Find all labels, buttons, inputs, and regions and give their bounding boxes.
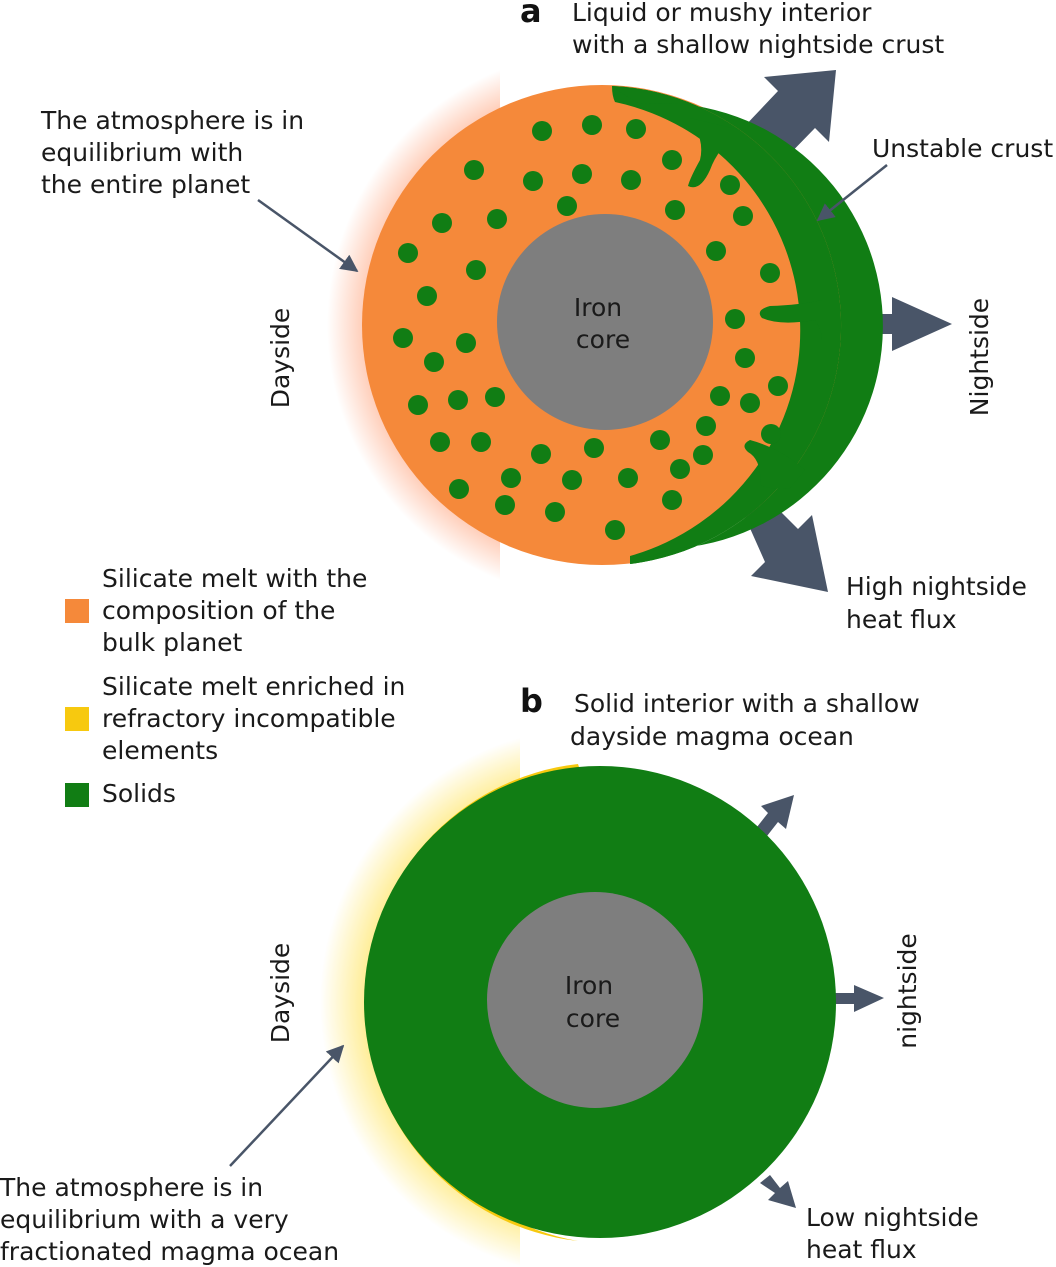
- atmosphere-label-a-3: the entire planet: [41, 170, 250, 199]
- unstable-crust-label: Unstable crust: [872, 134, 1053, 163]
- legend-yellow-3: elements: [102, 736, 218, 765]
- atmosphere-label-b-1: The atmosphere is in: [0, 1173, 263, 1202]
- heat-flux-label-a-2: heat flux: [846, 605, 957, 634]
- panel-b-title-1: Solid interior with a shallow: [574, 689, 920, 718]
- nightside-crust: [612, 86, 842, 564]
- crust-drip-middle: [759, 300, 822, 340]
- legend: Silicate melt with the composition of th…: [65, 564, 405, 808]
- legend-yellow-1: Silicate melt enriched in: [102, 672, 405, 701]
- legend-yellow-2: refractory incompatible: [102, 704, 396, 733]
- panel-b-letter: b: [520, 682, 543, 720]
- heat-flux-label-b-2: heat flux: [806, 1235, 917, 1264]
- panel-b-title-2: dayside magma ocean: [570, 722, 854, 751]
- nightside-label-a: Nightside: [965, 298, 994, 416]
- heat-flux-arrows-b: [757, 795, 884, 1208]
- heat-arrow-right: [830, 297, 952, 351]
- iron-core-b: [487, 892, 703, 1108]
- heat-arrow-b-right: [830, 985, 884, 1012]
- panel-b: Iron core b Solid interior with a shallo…: [0, 682, 979, 1267]
- heat-arrow-b-upper: [757, 795, 794, 836]
- atmosphere-label-a-1: The atmosphere is in: [40, 106, 304, 135]
- iron-core-a-label-2: core: [576, 325, 630, 354]
- crust-drip-top: [688, 118, 740, 188]
- legend-swatch-orange: [65, 599, 89, 623]
- solid-particles-a: [393, 115, 788, 540]
- panel-a-title-1: Liquid or mushy interior: [572, 0, 872, 27]
- dayside-label-a: Dayside: [266, 308, 295, 409]
- dayside-label-b: Dayside: [266, 943, 295, 1044]
- heat-arrow-b-lower: [760, 1175, 796, 1208]
- iron-core-b-label-2: core: [566, 1004, 620, 1033]
- legend-orange-2: composition of the: [102, 596, 335, 625]
- legend-orange-3: bulk planet: [102, 628, 242, 657]
- atmosphere-label-b-3: fractionated magma ocean: [0, 1237, 339, 1266]
- panel-a-title-2: with a shallow nightside crust: [572, 30, 944, 59]
- legend-swatch-yellow: [65, 707, 89, 731]
- legend-swatch-green: [65, 783, 89, 807]
- iron-core-a-label-1: Iron: [574, 293, 622, 322]
- nightside-crust-band: [612, 86, 883, 564]
- heat-flux-label-a-1: High nightside: [846, 572, 1027, 601]
- iron-core-a: [497, 214, 713, 430]
- iron-core-b-label-1: Iron: [565, 971, 613, 1000]
- legend-orange-1: Silicate melt with the: [102, 564, 367, 593]
- atmosphere-pointer-b: [229, 1044, 345, 1167]
- atmosphere-pointer-a: [257, 198, 359, 273]
- panel-a: Iron core a Liquid or mushy interior wit…: [40, 0, 1053, 634]
- unstable-crust-pointer: [816, 164, 888, 222]
- crust-drip-lower: [744, 440, 805, 489]
- legend-green: Solids: [102, 779, 176, 808]
- atmosphere-label-b-2: equilibrium with a very: [0, 1205, 289, 1234]
- atmosphere-label-a-2: equilibrium with: [41, 138, 243, 167]
- panel-a-letter: a: [520, 0, 542, 30]
- heat-flux-label-b-1: Low nightside: [806, 1203, 979, 1232]
- nightside-label-b: nightside: [893, 933, 922, 1049]
